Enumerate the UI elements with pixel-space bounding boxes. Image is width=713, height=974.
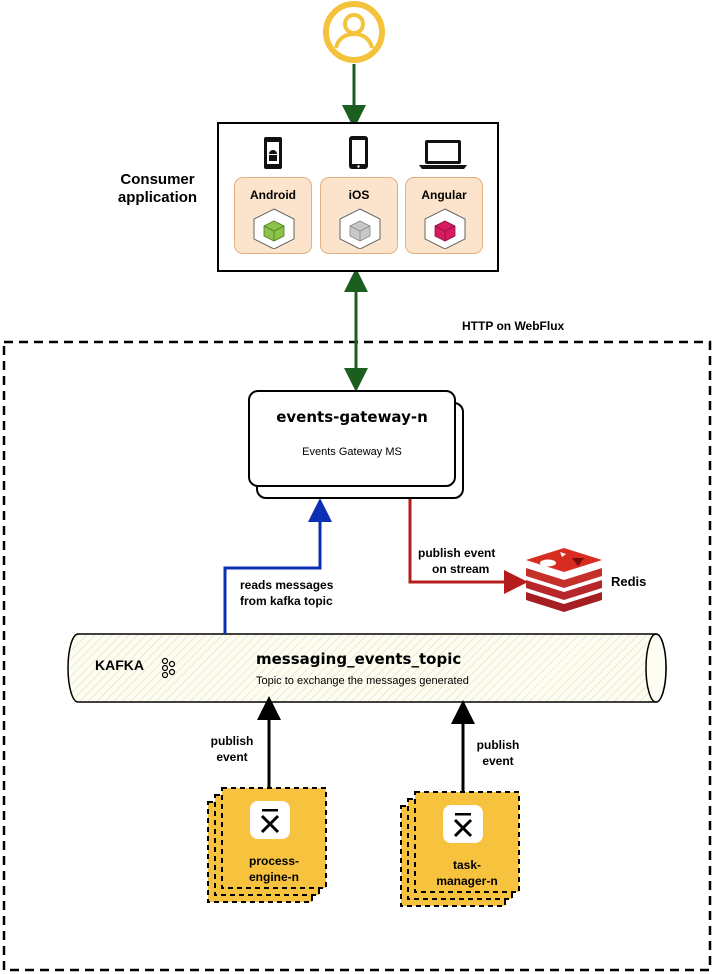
android-phone-icon [264,137,282,169]
kafka-label: KAFKA [95,657,144,673]
publish-stream-arrow [408,498,528,594]
consumer-application-box: Android iOS Angular [217,122,499,272]
ios-package-icon [339,208,381,249]
platform-label-ios: iOS [348,188,370,202]
publish-stream-label-line2: on stream [432,562,490,576]
http-webflux-label: HTTP on WebFlux [462,319,565,333]
platform-card-angular: Angular [405,177,483,254]
consumer-label-line1: Consumer [120,171,195,188]
user-icon [323,1,385,63]
task-manager-publish-label: publish event [466,737,530,769]
process-engine-card [207,787,327,903]
publish-stream-label: publish event on stream [418,545,495,577]
events-gateway-card [248,390,456,487]
kafka-logo-icon [161,657,176,679]
laptop-icon [419,140,467,169]
consumer-label-line2: application [117,189,198,206]
gateway-description: Events Gateway MS [302,446,402,458]
process-engine-publish-label: publish event [200,733,264,765]
device-icons [264,136,467,169]
process-engine-name: process- engine-n [222,853,326,885]
reads-messages-label: reads messages from kafka topic [240,577,333,609]
process-engine-publish-line1: publish [210,734,254,748]
gateway-name: events-gateway-n [276,408,428,426]
angular-package-icon [424,208,466,249]
redis-icon [526,548,602,612]
consumer-application-label: Consumer application [100,171,215,207]
process-engine-publish-line2: event [216,750,248,764]
kafka-topic-cylinder [67,633,667,703]
process-engine-name-line2: engine-n [249,870,299,884]
platform-label-android: Android [250,188,296,202]
task-manager-card [400,791,520,907]
reads-label-line2: from kafka topic [240,594,333,608]
reads-arrow [223,498,332,634]
platform-card-ios: iOS [320,177,398,254]
kafka-topic-name: messaging_events_topic [256,650,462,668]
task-manager-publish-line1: publish [476,738,520,752]
reads-label-line1: reads messages [240,578,334,592]
platform-card-android: Android [234,177,312,254]
platform-label-angular: Angular [421,188,467,202]
task-manager-name-line1: task- [452,858,481,872]
publish-stream-label-line1: publish event [418,546,496,560]
task-manager-publish-line2: event [482,754,514,768]
kafka-topic-description: Topic to exchange the messages generated [256,675,469,687]
redis-label: Redis [611,574,647,589]
process-engine-name-line1: process- [248,854,300,868]
iphone-icon [349,136,368,169]
task-manager-name-line2: manager-n [436,874,498,888]
task-manager-name: task- manager-n [415,857,519,889]
android-package-icon [253,208,295,249]
